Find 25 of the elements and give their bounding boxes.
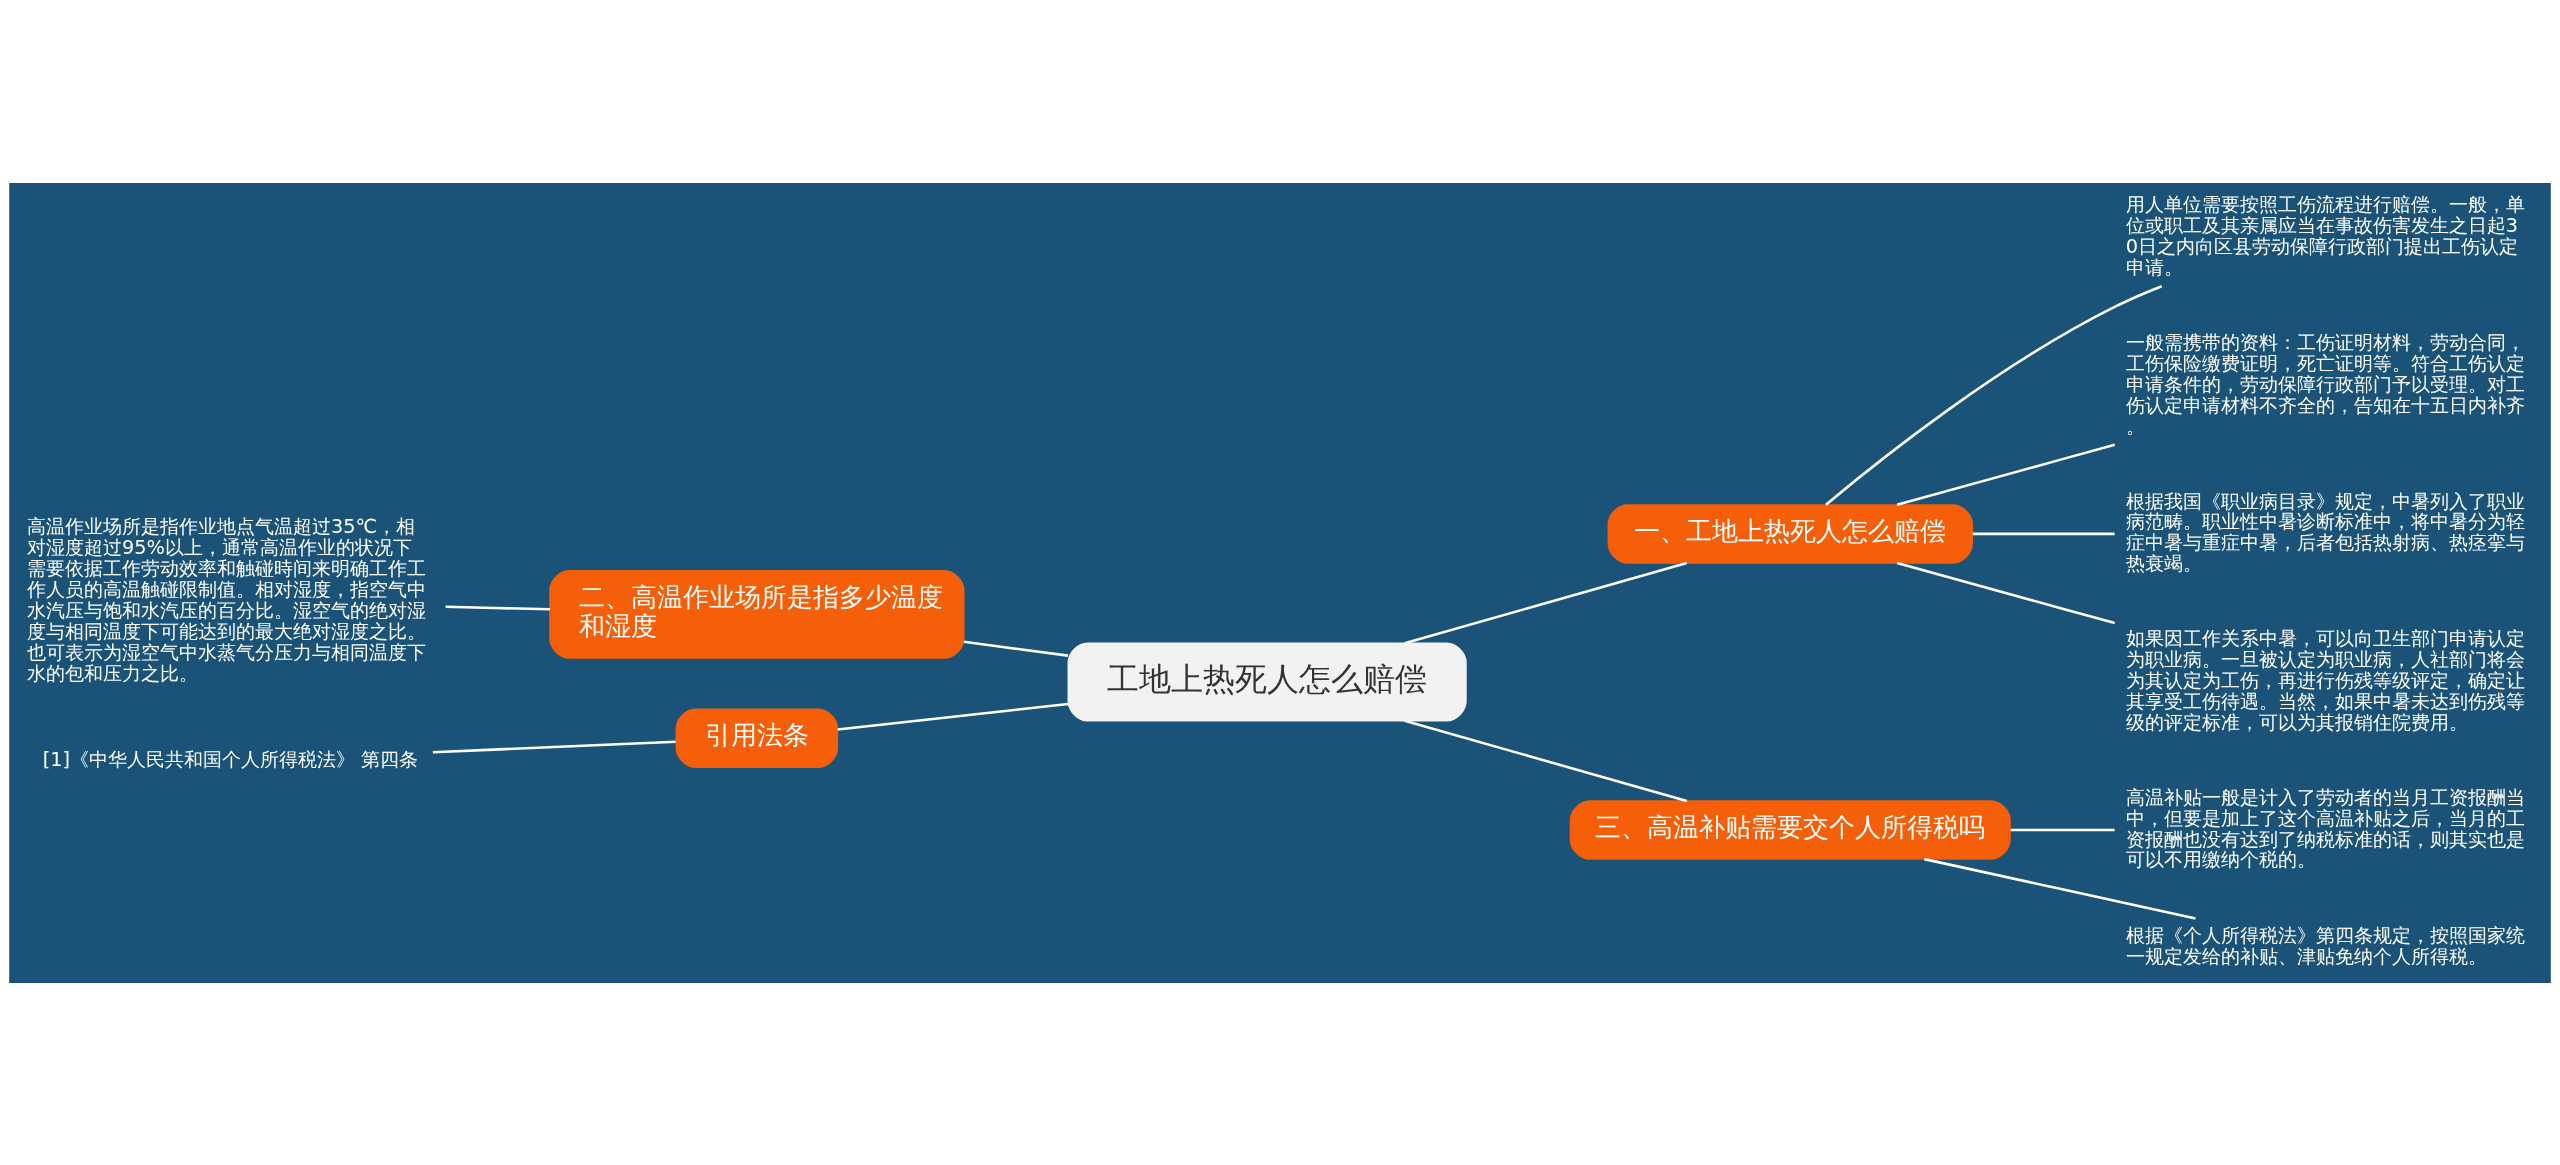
node-text: 高温补贴一般是计入了劳动者的当月工资报酬当中，但要是加上了这个高温补贴之后，当月的工资报酬也没有达到了纳税标准的话，则其实也是可以不用缴纳个税的。 xyxy=(2125,785,2525,871)
node-box: 工地上热死人怎么赔偿 xyxy=(1067,642,1467,721)
node-text: 高温作业场所是指作业地点气温超过35℃，相对湿度超过95%以上，通常高温作业的状况下需要依据工作劳动效率和触碰時间来明确工作工作人员的高温触碰限制值。相对湿度，指空气中水汽压与饱和水汽压的百分比。湿空气的绝对湿度与相同温度下可能达到的最大绝对湿度之比。也可表示为湿空气中水蒸气分压力与相同温度下水的包和压力之比。 xyxy=(26,514,426,685)
node-box: 三、高温补贴需要交个人所得税吗 xyxy=(1569,799,2011,860)
connector xyxy=(1972,532,2115,535)
connector xyxy=(1825,284,2163,506)
node-text: 根据我国《职业病目录》规定，中暑列入了职业病范畴。职业性中暑诊断标准中，将中暑分为轻症中暑与重症中暑，后者包括热射病、热痉挛与热衰竭。 xyxy=(2125,489,2525,575)
connector xyxy=(1896,442,2116,506)
connector xyxy=(1404,718,1688,802)
connector xyxy=(1404,561,1688,645)
connector xyxy=(2010,828,2115,831)
connector xyxy=(963,640,1069,657)
connector xyxy=(837,702,1069,731)
node-text: 根据《个人所得税法》第四条规定，按照国家统一规定发给的补贴、津贴免纳个人所得税。 xyxy=(2125,923,2525,968)
node-box: 二、高温作业场所是指多少温度和湿度 xyxy=(549,569,965,659)
node-text: [1]《中华人民共和国个人所得税法》 第四条 xyxy=(42,747,419,771)
node-text: 用人单位需要按照工伤流程进行赔偿。一般，单位或职工及其亲属应当在事故伤害发生之日起30日之内向区县劳动保障行政部门提出工伤认定申请。 xyxy=(2125,192,2525,279)
node-box: 一、工地上热死人怎么赔偿 xyxy=(1607,503,1973,564)
node-box: 引用法条 xyxy=(675,708,839,768)
node-text: 如果因工作关系中暑，可以向卫生部门申请认定为职业病。一旦被认定为职业病，人社部门将会为其认定为工伤，再进行伤残等级评定，确定让其享受工伤待遇。当然，如果中暑未达到伤残等级的评定标准，可以为其报销住院费用。 xyxy=(2125,626,2525,734)
connector xyxy=(432,739,676,753)
connector xyxy=(1924,857,2196,920)
connector xyxy=(1896,561,2116,624)
connector xyxy=(445,605,551,611)
node-text: 一般需携带的资料：工伤证明材料，劳动合同，工伤保险缴费证明，死亡证明等。符合工伤认定申请条件的，劳动保障行政部门予以受理。对工伤认定申请材料不齐全的，告知在十五日内补齐。 xyxy=(2125,330,2525,438)
